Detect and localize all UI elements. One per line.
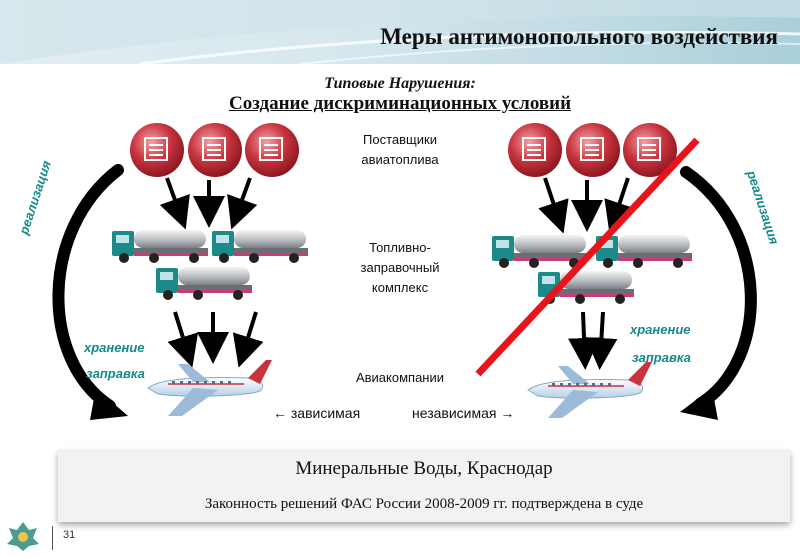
footer-divider — [52, 526, 53, 550]
right-storage-label: хранение — [630, 322, 691, 337]
truck-to-airline-arrows — [167, 311, 618, 370]
airlines-label: Авиакомпании — [355, 370, 445, 385]
supplier-icon — [187, 122, 243, 178]
right-refueling-label: заправка — [632, 350, 691, 365]
header-banner: Меры антимонопольного воздействия — [0, 0, 800, 64]
independent-label: независимая → — [412, 405, 515, 421]
fuel-truck-icon — [156, 267, 252, 300]
red-cross-line — [475, 137, 700, 377]
cities-text: Минеральные Воды, Краснодар — [295, 458, 553, 479]
arrow-left-icon: ← — [273, 405, 287, 421]
header-swoosh — [0, 0, 800, 64]
suppliers-label: Поставщики авиатоплива — [361, 132, 439, 167]
arrow-right-icon: → — [500, 405, 515, 421]
fuel-truck-icon — [492, 235, 588, 268]
fuel-truck-icon — [212, 230, 308, 263]
conclusion-box: Минеральные Воды, Краснодар Законность р… — [58, 450, 790, 522]
supplier-icon — [565, 122, 621, 178]
left-storage-label: хранение — [84, 340, 145, 355]
violations-heading: Типовые Нарушения: — [324, 75, 476, 92]
supplier-icon — [129, 122, 185, 178]
right-curved-arrow-head — [680, 388, 718, 420]
airplane-icon — [527, 361, 653, 419]
discrimination-heading: Создание дискриминационных условий — [228, 93, 572, 114]
airplane-icon — [147, 359, 273, 417]
left-curved-arrow — [52, 164, 124, 412]
left-refueling-label: заправка — [86, 366, 145, 381]
legality-text: Законность решений ФАС России 2008-2009 … — [204, 496, 644, 512]
fas-emblem-icon — [3, 520, 43, 557]
left-curved-arrow-head — [90, 388, 128, 420]
fuel-complex-label: Топливно- заправочный комплекс — [360, 240, 440, 295]
page-title: Меры антимонопольного воздействия — [380, 24, 778, 49]
right-curved-arrow — [680, 166, 757, 410]
supplier-to-truck-arrows — [159, 177, 635, 234]
dependent-label: ← зависимая — [273, 405, 361, 421]
supplier-icon — [507, 122, 563, 178]
supplier-icon — [244, 122, 300, 178]
page-number: 31 — [63, 529, 76, 541]
fuel-truck-icon — [112, 230, 208, 263]
fuel-truck-icon — [596, 235, 692, 268]
